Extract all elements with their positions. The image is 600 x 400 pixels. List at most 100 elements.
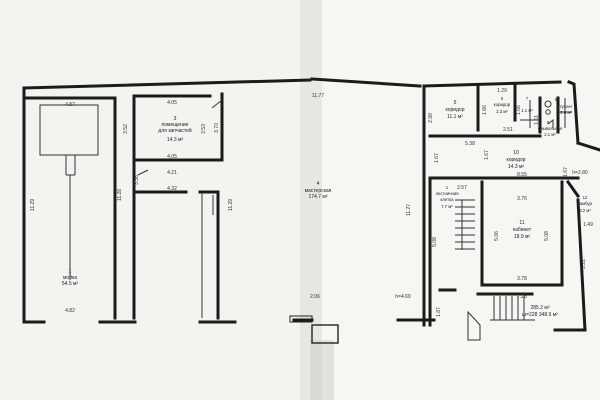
svg-text:14.3 м²: 14.3 м² (167, 137, 184, 143)
room-8-label: 8 туалет 2.6 м² (555, 97, 573, 115)
dimension-labels: 4.87 4.05 3.52 3.53 3.70 4.05 4.21 4.32 … (30, 88, 593, 317)
svg-text:14.3 м²: 14.3 м² (508, 164, 525, 170)
svg-text:2.57: 2.57 (457, 185, 467, 191)
svg-text:4.32: 4.32 (167, 186, 177, 192)
entry-step (311, 324, 339, 344)
svg-text:11.28: 11.28 (117, 189, 123, 201)
svg-text:11.77: 11.77 (312, 93, 324, 99)
svg-text:5.38: 5.38 (465, 141, 475, 147)
svg-text:1.67: 1.67 (484, 150, 490, 160)
svg-text:ш=228 348.9 м²: ш=228 348.9 м² (522, 312, 558, 318)
room-5-label: 5 коридор 11.1 м² (445, 100, 464, 120)
svg-text:11.29: 11.29 (30, 199, 36, 211)
svg-text:4: 4 (317, 181, 320, 187)
svg-text:коридор: коридор (506, 157, 525, 163)
svg-text:1.87: 1.87 (436, 307, 442, 317)
svg-text:3.53: 3.53 (201, 124, 207, 134)
svg-text:54.5 м²: 54.5 м² (62, 281, 79, 287)
svg-text:умывальная: умывальная (538, 126, 563, 131)
svg-text:7: 7 (526, 96, 529, 101)
svg-text:4.87: 4.87 (65, 102, 75, 108)
svg-text:4.82: 4.82 (65, 308, 75, 314)
paper-bottom-shadow (310, 340, 334, 400)
svg-text:3.78: 3.78 (517, 276, 527, 282)
svg-text:5: 5 (454, 100, 457, 106)
area-totals: 285.2 м² ш=228 348.9 м² (522, 305, 558, 318)
svg-text:7.7 м²: 7.7 м² (441, 204, 453, 209)
svg-text:174.7 м²: 174.7 м² (308, 194, 327, 200)
svg-text:тамбур: тамбур (578, 201, 593, 206)
svg-text:12: 12 (583, 195, 588, 200)
svg-text:1.67: 1.67 (563, 167, 569, 177)
svg-text:1.66: 1.66 (482, 105, 488, 115)
room-3-label: 3 помещение для запчастей 14.3 м² (158, 116, 192, 143)
inner-walls-left (24, 92, 224, 320)
svg-text:h=4.69: h=4.69 (395, 294, 411, 300)
staircase-label: 1 лестничная клетка 7.7 м² (435, 185, 459, 209)
room-9-label: 9 умывальная 2.1 м² (538, 120, 563, 137)
svg-text:1: 1 (69, 269, 72, 275)
svg-text:мастерская: мастерская (305, 188, 332, 194)
svg-text:3.70: 3.70 (214, 123, 220, 133)
svg-text:11.27: 11.27 (406, 204, 412, 216)
room-11-label: 11 кабинет 18.9 м² (513, 220, 532, 240)
paper-fold (300, 0, 322, 400)
svg-text:2.98: 2.98 (428, 113, 434, 123)
svg-text:коридор: коридор (445, 107, 464, 113)
svg-text:7.25: 7.25 (517, 294, 527, 300)
svg-text:1.29: 1.29 (497, 88, 507, 94)
svg-text:3.22: 3.22 (581, 259, 587, 269)
svg-text:8.55: 8.55 (517, 172, 527, 178)
svg-text:1.61: 1.61 (534, 115, 540, 125)
svg-text:4.05: 4.05 (167, 154, 177, 160)
svg-text:1: 1 (446, 185, 449, 190)
svg-text:мойка: мойка (63, 274, 77, 281)
svg-text:помещение: помещение (162, 122, 189, 128)
svg-text:2.1 м²: 2.1 м² (544, 132, 556, 137)
room-4-label: 4 мастерская 174.7 м² (305, 181, 332, 200)
svg-text:11: 11 (519, 220, 524, 226)
room-10-label: 10 коридор 14.3 м² (506, 150, 525, 170)
paper-left (0, 0, 315, 400)
room-1-label: 1 мойка 54.5 м² (62, 269, 79, 287)
svg-text:2.6 м²: 2.6 м² (560, 110, 572, 115)
svg-text:11.29: 11.29 (228, 199, 234, 211)
svg-text:9: 9 (547, 120, 550, 125)
outer-walls-left (22, 78, 312, 324)
outer-walls-right (303, 77, 600, 332)
svg-text:5.08: 5.08 (544, 231, 550, 241)
svg-text:4.05: 4.05 (167, 100, 177, 106)
svg-text:h=2.80: h=2.80 (572, 170, 588, 176)
room-7-label: 7 1.1 м² (521, 96, 533, 113)
svg-text:туалет: туалет (559, 104, 572, 109)
svg-text:3.52: 3.52 (123, 124, 129, 134)
room-6-label: 6 коридор 2.3 м² (494, 96, 511, 114)
svg-text:5.08: 5.08 (432, 237, 438, 247)
svg-text:3.2 м²: 3.2 м² (579, 208, 591, 213)
svg-text:2.3 м²: 2.3 м² (496, 109, 508, 114)
svg-text:коридор: коридор (494, 102, 511, 107)
svg-text:2.06: 2.06 (310, 294, 320, 300)
svg-text:8: 8 (555, 97, 558, 102)
svg-text:2.51: 2.51 (503, 127, 513, 133)
svg-text:3: 3 (174, 116, 177, 122)
svg-text:для запчастей: для запчастей (158, 127, 192, 134)
svg-text:1.66: 1.66 (516, 105, 522, 115)
svg-text:285.2 м²: 285.2 м² (530, 305, 549, 311)
svg-text:18.9 м²: 18.9 м² (514, 234, 531, 240)
svg-text:3.76: 3.76 (517, 196, 527, 202)
svg-text:4.21: 4.21 (167, 170, 177, 176)
svg-text:1.49: 1.49 (583, 222, 593, 228)
svg-text:клетка: клетка (440, 197, 454, 202)
svg-text:5.06: 5.06 (494, 231, 500, 241)
svg-text:11.1 м²: 11.1 м² (447, 114, 463, 120)
inner-walls-right (428, 84, 581, 341)
room-12-label: 12 тамбур 3.2 м² (578, 195, 593, 213)
svg-text:10: 10 (513, 150, 519, 156)
svg-text:3.36: 3.36 (134, 175, 140, 185)
svg-text:1.1 м²: 1.1 м² (521, 108, 533, 113)
svg-text:лестничная: лестничная (435, 191, 459, 196)
svg-text:кабинет: кабинет (513, 227, 532, 233)
entry-opening (289, 315, 313, 323)
